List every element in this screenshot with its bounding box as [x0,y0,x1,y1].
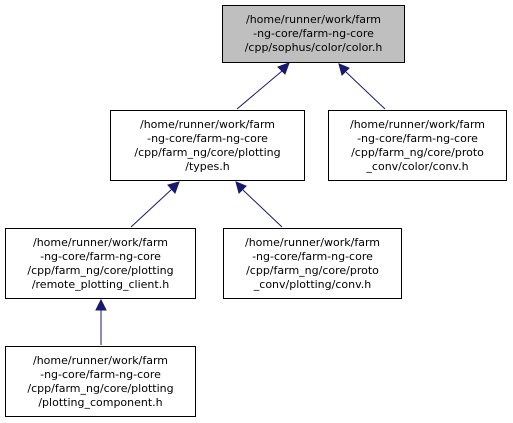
edge-comp-to-remote [95,298,107,345]
node-label: /home/runner/work/farm -ng-core/farm-ng-… [244,13,383,54]
node-proto-conv-color-conv-h[interactable]: /home/runner/work/farm -ng-core/farm-ng-… [328,110,507,181]
node-label: /home/runner/work/farm -ng-core/farm-ng-… [27,353,174,409]
node-label: /home/runner/work/farm -ng-core/farm-ng-… [27,235,174,291]
node-label: /home/runner/work/farm -ng-core/farm-ng-… [244,235,380,291]
node-label: /home/runner/work/farm -ng-core/farm-ng-… [349,117,485,173]
node-color-h: /home/runner/work/farm -ng-core/farm-ng-… [222,5,405,63]
edge-protocol-to-color [338,63,386,110]
node-remote-plotting-client-h[interactable]: /home/runner/work/farm -ng-core/farm-ng-… [5,228,196,299]
node-plotting-component-h[interactable]: /home/runner/work/farm -ng-core/farm-ng-… [5,346,196,417]
edge-protoplt-to-types [235,181,283,228]
node-plotting-types-h[interactable]: /home/runner/work/farm -ng-core/farm-ng-… [110,110,305,181]
node-label: /home/runner/work/farm -ng-core/farm-ng-… [134,117,281,173]
edge-types-to-color [236,62,290,110]
edge-remote-to-types [130,181,180,228]
node-proto-conv-plotting-conv-h[interactable]: /home/runner/work/farm -ng-core/farm-ng-… [223,228,402,299]
